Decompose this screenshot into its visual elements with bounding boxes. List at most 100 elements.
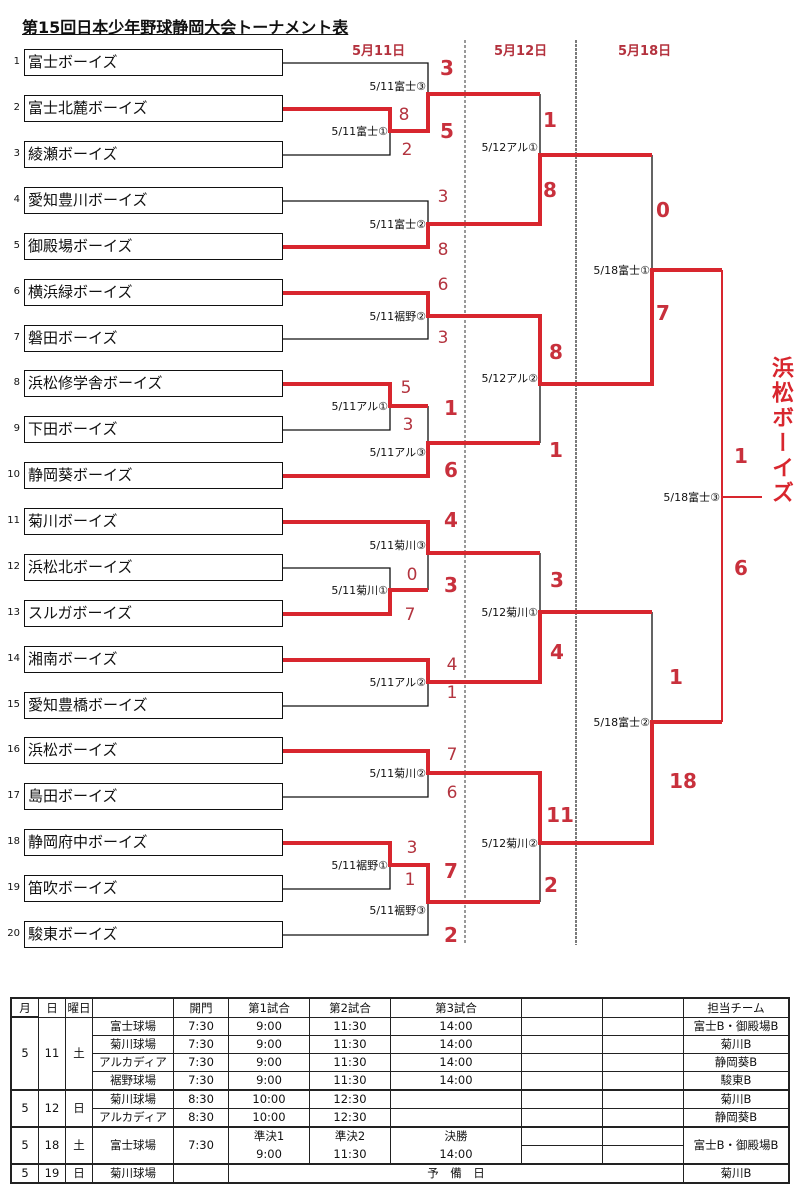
score-top: 3 <box>437 187 449 207</box>
game-label: 5/11裾野② <box>369 310 426 323</box>
game3-time: 14:00 <box>390 1145 522 1164</box>
seed-number: 14 <box>7 653 20 664</box>
game2-time: 11:30 <box>309 1016 391 1036</box>
seed-number: 4 <box>13 194 20 205</box>
empty-cell <box>521 1089 603 1109</box>
score-bottom: 8 <box>543 178 557 202</box>
month: 5 <box>10 1089 39 1127</box>
col-weekday: 曜日 <box>65 997 93 1018</box>
winner-lines <box>280 92 722 904</box>
seed-number: 2 <box>13 102 20 113</box>
game-label: 5/12アル② <box>481 372 538 385</box>
score-top: 3 <box>440 56 454 80</box>
weekday: 土 <box>65 1126 93 1164</box>
game3-name: 決勝 <box>390 1126 522 1145</box>
col-team: 担当チーム <box>683 997 790 1018</box>
game1-time: 9:00 <box>228 1052 310 1072</box>
assigned-team: 駿東B <box>683 1070 790 1090</box>
score-bottom: 2 <box>444 923 458 947</box>
game2-time: 11:30 <box>309 1145 391 1164</box>
score-top: 1 <box>543 108 557 132</box>
game-label: 5/11富士③ <box>369 80 426 93</box>
month: 5 <box>10 1163 39 1183</box>
empty-cell <box>390 1107 522 1127</box>
game-label: 5/12菊川① <box>481 606 538 619</box>
game3-time: 14:00 <box>390 1016 522 1036</box>
empty-cell <box>602 1070 684 1090</box>
assigned-team: 富士B・御殿場B <box>683 1016 790 1036</box>
game1-time: 10:00 <box>228 1089 310 1109</box>
assigned-team: 菊川B <box>683 1089 790 1109</box>
col-game3: 第3試合 <box>390 997 522 1018</box>
team-box: 浜松ボーイズ <box>24 737 283 764</box>
score-bottom: 2 <box>544 873 558 897</box>
final-lines <box>721 270 762 722</box>
team-box: 綾瀬ボーイズ <box>24 141 283 168</box>
venue: 裾野球場 <box>92 1070 174 1090</box>
game-label: 5/12アル① <box>481 141 538 154</box>
empty-cell <box>602 1144 684 1164</box>
score-top: 0 <box>656 198 670 222</box>
seed-number: 10 <box>7 469 20 480</box>
team-box: 笛吹ボーイズ <box>24 875 283 902</box>
empty-cell <box>173 1163 229 1183</box>
score-bottom: 5 <box>440 119 454 143</box>
team-box: スルガボーイズ <box>24 600 283 627</box>
score-bottom: 2 <box>401 140 413 160</box>
col-month: 月 <box>10 997 39 1018</box>
team-box: 下田ボーイズ <box>24 416 283 443</box>
bracket-lines <box>280 40 762 945</box>
team-box: 駿東ボーイズ <box>24 921 283 948</box>
score-top: 4 <box>446 655 458 675</box>
game-label: 5/18富士③ <box>663 491 720 504</box>
game3-time: 14:00 <box>390 1070 522 1090</box>
month: 5 <box>10 1016 39 1090</box>
game-label: 5/18富士① <box>593 264 650 277</box>
empty-cell <box>602 1034 684 1054</box>
game-label: 5/11裾野① <box>331 859 388 872</box>
col-blank <box>602 997 684 1018</box>
empty-cell <box>521 1144 603 1164</box>
seed-number: 6 <box>13 286 20 297</box>
score-top: 4 <box>444 508 458 532</box>
game-label: 5/11菊川① <box>331 584 388 597</box>
seed-number: 7 <box>13 332 20 343</box>
team-box: 御殿場ボーイズ <box>24 233 283 260</box>
page-title: 第15回日本少年野球静岡大会トーナメント表 <box>22 18 349 37</box>
score-top: 8 <box>549 340 563 364</box>
score-bottom: 6 <box>734 556 748 580</box>
empty-cell <box>521 1034 603 1054</box>
game-label: 5/12菊川② <box>481 837 538 850</box>
team-box: 富士ボーイズ <box>24 49 283 76</box>
score-bottom: 6 <box>446 783 458 803</box>
game-label: 5/11富士② <box>369 218 426 231</box>
day: 19 <box>38 1163 66 1183</box>
score-top: 11 <box>546 803 574 827</box>
game3-time: 14:00 <box>390 1052 522 1072</box>
score-bottom: 7 <box>656 301 670 325</box>
game1-time: 9:00 <box>228 1016 310 1036</box>
game1-time: 9:00 <box>228 1034 310 1054</box>
team-box: 愛知豊橋ボーイズ <box>24 692 283 719</box>
assigned-team: 富士B・御殿場B <box>683 1126 790 1164</box>
game1-time: 9:00 <box>228 1145 310 1164</box>
empty-cell <box>390 1089 522 1109</box>
seed-number: 16 <box>7 744 20 755</box>
empty-cell <box>521 1052 603 1072</box>
assigned-team: 菊川B <box>683 1034 790 1054</box>
game-label: 5/11裾野③ <box>369 904 426 917</box>
seed-number: 5 <box>13 240 20 251</box>
game2-time: 11:30 <box>309 1070 391 1090</box>
score-bottom: 1 <box>404 870 416 890</box>
game1-time: 9:00 <box>228 1070 310 1090</box>
open-time: 7:30 <box>173 1070 229 1090</box>
score-top: 1 <box>444 396 458 420</box>
game-label: 5/11菊川③ <box>369 539 426 552</box>
score-top: 3 <box>550 568 564 592</box>
score-bottom: 1 <box>446 683 458 703</box>
open-time: 8:30 <box>173 1089 229 1109</box>
score-bottom: 1 <box>549 438 563 462</box>
